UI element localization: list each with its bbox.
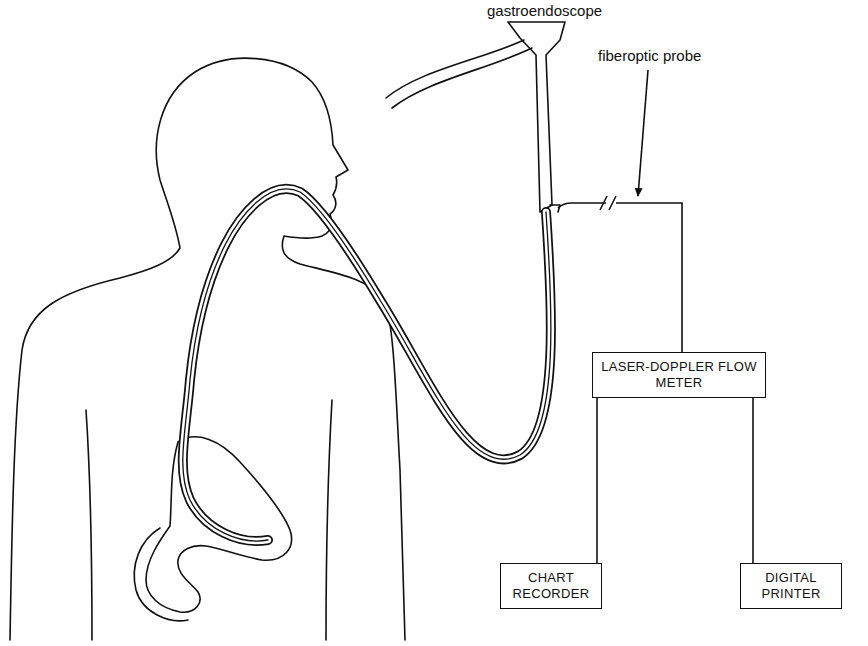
- endoscope-cable: [386, 40, 524, 98]
- probe-cable: [558, 203, 682, 352]
- flow-meter-box: LASER-DOPPLER FLOW METER: [592, 352, 766, 398]
- endoscope-handle: [508, 22, 565, 212]
- leader-arrow: [638, 70, 648, 196]
- signal-line: [596, 398, 598, 563]
- printer-box: DIGITAL PRINTER: [740, 563, 842, 609]
- signal-line: [752, 398, 754, 563]
- insertion-tube: [183, 189, 551, 541]
- arm-line-left: [86, 410, 92, 640]
- arm-line-right: [326, 400, 332, 640]
- box-text: CHART RECORDER: [507, 570, 595, 602]
- part-label: fiberoptic probe: [596, 47, 703, 64]
- break-mark: [600, 196, 616, 210]
- part-label: gastroendoscope: [485, 2, 604, 19]
- body-outline: [10, 58, 405, 640]
- box-text: LASER-DOPPLER FLOW METER: [599, 359, 759, 391]
- endoscope-cable: [392, 48, 532, 108]
- box-text: DIGITAL PRINTER: [747, 570, 835, 602]
- recorder-box: CHART RECORDER: [500, 563, 602, 609]
- duodenum-outline: [134, 528, 188, 621]
